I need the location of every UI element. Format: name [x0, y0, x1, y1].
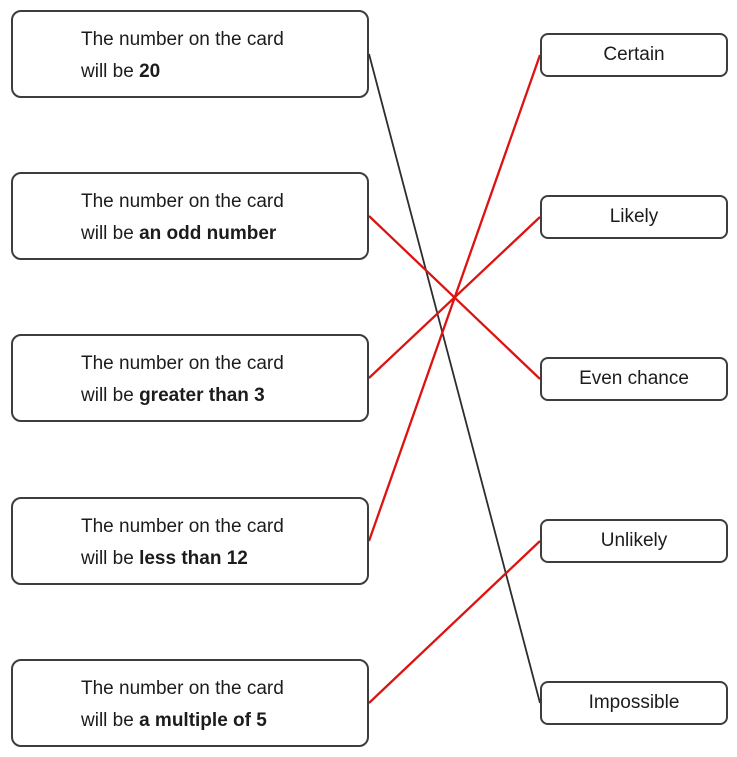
- answer-card-impossible[interactable]: Impossible: [540, 681, 728, 725]
- statement-line1: The number on the card: [81, 516, 284, 537]
- statement-card-greater-than-3[interactable]: The number on the card will be greater t…: [11, 334, 369, 422]
- statement-line1: The number on the card: [81, 191, 284, 212]
- answer-label: Likely: [609, 206, 659, 227]
- statement-line1: The number on the card: [81, 29, 284, 50]
- statement-line2: will be 20: [81, 61, 161, 82]
- statement-line1: The number on the card: [81, 353, 284, 374]
- answer-card-likely[interactable]: Likely: [540, 195, 728, 239]
- statement-card-less-than-12[interactable]: The number on the card will be less than…: [11, 497, 369, 585]
- answer-card-even-chance[interactable]: Even chance: [540, 357, 728, 401]
- statement-line2: will be a multiple of 5: [81, 710, 267, 731]
- answer-label: Unlikely: [600, 530, 668, 551]
- answer-card-certain[interactable]: Certain: [540, 33, 728, 77]
- statement-card-20[interactable]: The number on the card will be 20: [11, 10, 369, 98]
- connection-line-3-0: [367, 54, 542, 542]
- answer-label: Certain: [603, 44, 665, 65]
- connection-line-0-4: [368, 53, 541, 704]
- connection-line-4-3: [368, 540, 541, 704]
- answer-card-unlikely[interactable]: Unlikely: [540, 519, 728, 563]
- statement-line2: will be less than 12: [81, 548, 248, 569]
- statement-line1: The number on the card: [81, 678, 284, 699]
- statement-line2: will be greater than 3: [81, 385, 265, 406]
- statement-card-odd-number[interactable]: The number on the card will be an odd nu…: [11, 172, 369, 260]
- answer-label: Impossible: [588, 692, 680, 713]
- statement-line2: will be an odd number: [81, 223, 277, 244]
- answer-label: Even chance: [579, 368, 689, 389]
- statement-card-multiple-of-5[interactable]: The number on the card will be a multipl…: [11, 659, 369, 747]
